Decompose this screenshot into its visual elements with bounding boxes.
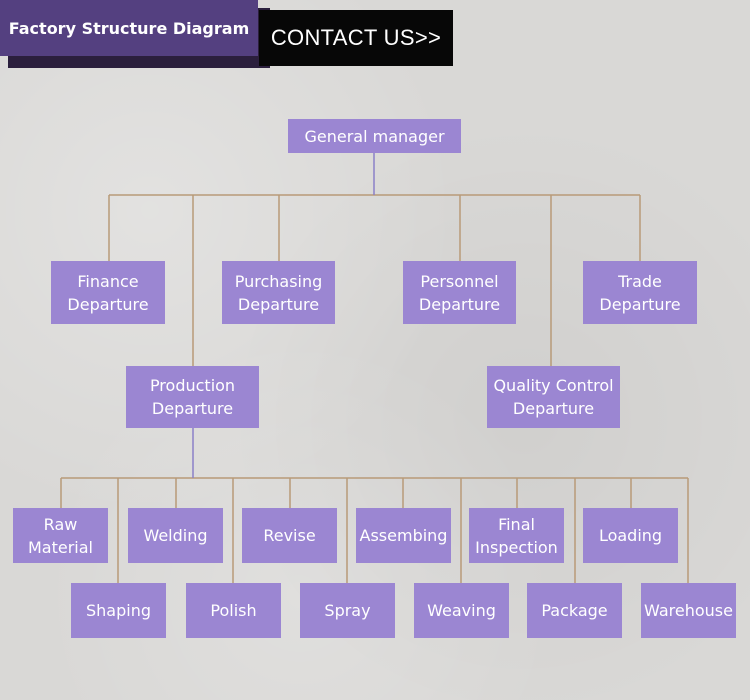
node-purchasing-departure: Purchasing Departure	[222, 261, 335, 324]
node-final-inspection-line-2: Inspection	[475, 537, 558, 557]
node-assembing: Assembing	[356, 508, 451, 563]
node-personnel-line-2: Departure	[418, 294, 501, 314]
node-polish-label: Polish	[210, 601, 257, 620]
diagram-title: Factory Structure Diagram	[0, 0, 258, 56]
node-weaving: Weaving	[414, 583, 509, 638]
node-production-departure: Production Departure	[126, 366, 259, 428]
node-purchasing-line-1: Purchasing	[234, 271, 323, 291]
node-loading-label: Loading	[598, 526, 663, 545]
node-shaping: Shaping	[71, 583, 166, 638]
node-package: Package	[527, 583, 622, 638]
node-raw-material: Raw Material	[13, 508, 108, 563]
node-production-line-2: Departure	[151, 399, 234, 418]
node-polish: Polish	[186, 583, 281, 638]
node-revise: Revise	[242, 508, 337, 563]
node-general-manager-label: General manager	[304, 126, 445, 146]
node-quality-line-1: Quality Control	[493, 376, 614, 395]
node-weaving-label: Weaving	[427, 601, 496, 620]
node-assembing-label: Assembing	[359, 526, 448, 545]
node-finance-line-2: Departure	[67, 294, 149, 314]
contact-us-label: CONTACT US>>	[270, 25, 442, 50]
contact-us-button[interactable]: CONTACT US>>	[259, 10, 453, 66]
node-purchasing-line-2: Departure	[237, 294, 320, 314]
node-warehouse-label: Warehouse	[644, 601, 733, 620]
node-finance-line-1: Finance	[77, 271, 139, 291]
node-trade-line-1: Trade	[618, 271, 662, 291]
node-final-inspection: Final Inspection	[469, 508, 564, 563]
node-trade-line-2: Departure	[599, 294, 681, 314]
node-production-line-1: Production	[149, 376, 236, 395]
node-quality-line-2: Departure	[512, 399, 595, 418]
node-trade-departure: Trade Departure	[583, 261, 697, 324]
node-spray-label: Spray	[324, 601, 371, 620]
node-quality-control-departure: Quality Control Departure	[487, 366, 620, 428]
node-package-label: Package	[541, 601, 608, 620]
node-personnel-line-1: Personnel	[420, 271, 499, 291]
node-warehouse: Warehouse	[641, 583, 736, 638]
node-welding-label: Welding	[143, 526, 208, 545]
node-loading: Loading	[583, 508, 678, 563]
node-spray: Spray	[300, 583, 395, 638]
node-raw-material-line-2: Material	[28, 537, 93, 557]
node-finance-departure: Finance Departure	[51, 261, 165, 324]
diagram-title-text: Factory Structure Diagram	[8, 18, 250, 38]
node-welding: Welding	[128, 508, 223, 563]
node-shaping-label: Shaping	[86, 601, 151, 620]
node-revise-label: Revise	[263, 526, 316, 545]
node-personnel-departure: Personnel Departure	[403, 261, 516, 324]
node-general-manager: General manager	[288, 119, 461, 153]
node-raw-material-line-1: Raw	[43, 514, 78, 534]
node-final-inspection-line-1: Final	[498, 514, 535, 534]
